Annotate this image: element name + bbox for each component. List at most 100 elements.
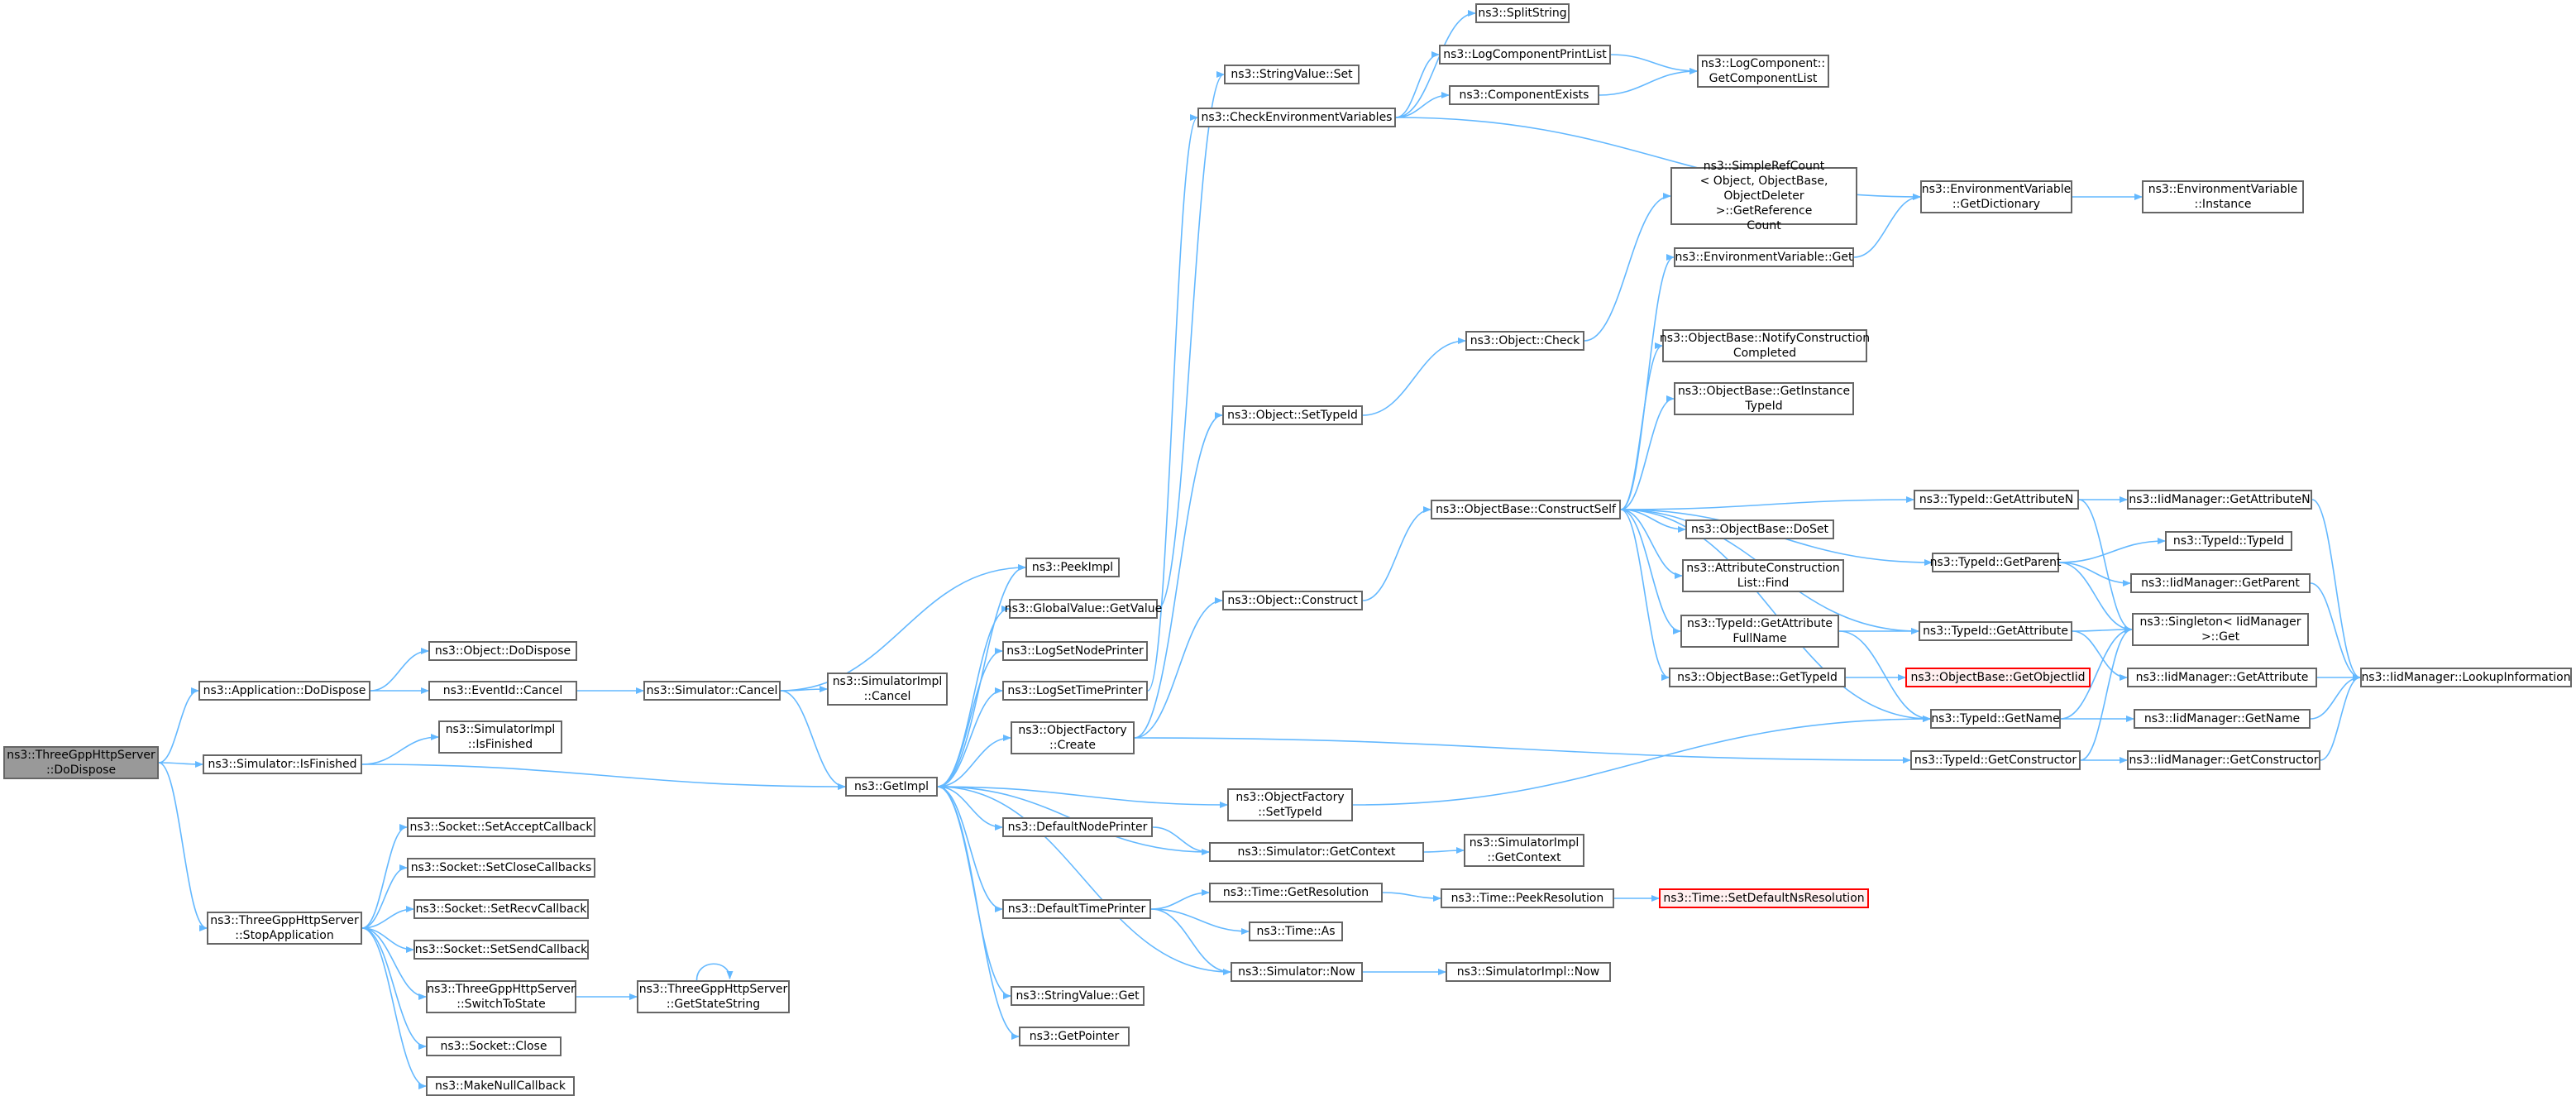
node-logcomponent-getlist[interactable]: ns3::LogComponent:: GetComponentList [1697,55,1829,88]
edge-stopapp-to-sock_setrecv [361,906,414,929]
node-sock-setaccept[interactable]: ns3::Socket::SetAcceptCallback [407,817,595,837]
node-checkenv[interactable]: ns3::CheckEnvironmentVariables [1197,108,1396,127]
edge-stopapp-to-makenullcb [361,927,427,1089]
edge-objfactory_settypeid-to-typeid_getname [1352,716,1931,806]
edge-sim_isfinished-to-simimpl_isfinished [361,734,439,765]
node-time-as[interactable]: ns3::Time::As [1249,921,1343,941]
node-obj-dodispose[interactable]: ns3::Object::DoDispose [428,641,577,661]
node-time-peekresolution[interactable]: ns3::Time::PeekResolution [1441,888,1614,908]
edge-sim_isfinished-to-getimpl [361,764,846,790]
node-iidmgr-getattribute[interactable]: ns3::IidManager::GetAttribute [2127,668,2317,687]
node-typeid-getconstructor[interactable]: ns3::TypeId::GetConstructor [1910,750,2081,770]
node-simimpl-getcontext[interactable]: ns3::SimulatorImpl ::GetContext [1464,834,1584,867]
node-logcomponentprintlist[interactable]: ns3::LogComponentPrintList [1439,45,1611,65]
node-sock-setclose[interactable]: ns3::Socket::SetCloseCallbacks [407,858,595,878]
edge-root-to-stopapp [158,762,208,931]
node-typeid-getattributen[interactable]: ns3::TypeId::GetAttributeN [1914,490,2079,510]
node-stringvalue-get[interactable]: ns3::StringValue::Get [1011,986,1145,1006]
edge-sim_getcontext-to-simimpl_getcontext [1423,847,1465,854]
node-envvar-get[interactable]: ns3::EnvironmentVariable::Get [1674,247,1854,267]
node-sim-isfinished[interactable]: ns3::Simulator::IsFinished [203,754,362,774]
node-object-settypeid[interactable]: ns3::Object::SetTypeId [1222,405,1363,425]
node-stringvalue-set[interactable]: ns3::StringValue::Set [1224,65,1360,84]
node-objfactory-create[interactable]: ns3::ObjectFactory ::Create [1011,721,1135,754]
node-iidmgr-getparent[interactable]: ns3::IidManager::GetParent [2130,573,2311,593]
edge-getimpl-to-logsettimeprinter [937,687,1003,787]
edge-constructself-to-typeid_getname [1620,509,1931,722]
node-getimpl[interactable]: ns3::GetImpl [845,777,938,797]
node-makenullcb[interactable]: ns3::MakeNullCallback [426,1076,575,1096]
node-globalvalue-getvalue[interactable]: ns3::GlobalValue::GetValue [1005,599,1162,619]
node-sock-setrecv[interactable]: ns3::Socket::SetRecvCallback [413,899,589,919]
node-typeid-getattribute[interactable]: ns3::TypeId::GetAttribute [1919,621,2072,641]
node-iidmgr-getname[interactable]: ns3::IidManager::GetName [2134,709,2311,729]
edge-constructself-to-notifyconstruction [1620,342,1663,510]
node-simimpl-cancel[interactable]: ns3::SimulatorImpl ::Cancel [827,673,948,706]
node-setdefaultnsresolution[interactable]: ns3::Time::SetDefaultNsResolution [1659,888,1869,908]
edge-typeid_getattributefullname-to-typeid_getname [1838,630,1931,722]
node-attrconstructionlist-find[interactable]: ns3::AttributeConstruction List::Find [1682,559,1844,592]
node-simimpl-now[interactable]: ns3::SimulatorImpl::Now [1446,962,1611,982]
node-componentexists[interactable]: ns3::ComponentExists [1449,85,1599,105]
edge-logcomponentprintlist-to-logcomponent_getlist [1610,54,1698,74]
edge-getstatestring-to-getstatestring [695,963,734,981]
node-simimpl-isfinished[interactable]: ns3::SimulatorImpl ::IsFinished [438,720,562,754]
edge-checkenv-to-splitstring [1395,10,1476,118]
node-singleton-get[interactable]: ns3::Singleton< IidManager >::Get [2132,613,2309,646]
node-getobjectiid[interactable]: ns3::ObjectBase::GetObjectIid [1905,668,2091,687]
edge-stopapp-to-sock_close [361,927,427,1050]
edge-getimpl-to-objfactory_create [937,735,1011,787]
node-app-dodispose[interactable]: ns3::Application::DoDispose [198,681,370,701]
node-sim-now[interactable]: ns3::Simulator::Now [1231,962,1363,982]
node-getinstancetypeid[interactable]: ns3::ObjectBase::GetInstance TypeId [1674,382,1854,415]
node-envvar-instance[interactable]: ns3::EnvironmentVariable ::Instance [2142,180,2304,213]
node-getstatestring[interactable]: ns3::ThreeGppHttpServer ::GetStateString [637,980,790,1013]
node-simplerefcount[interactable]: ns3::SimpleRefCount < Object, ObjectBase… [1670,160,1857,232]
edge-globalvalue_getvalue-to-stringvalue_set [1157,71,1225,610]
node-logsettimeprinter[interactable]: ns3::LogSetTimePrinter [1002,681,1148,701]
node-splitstring[interactable]: ns3::SplitString [1475,3,1570,23]
node-iidmgr-getattributen[interactable]: ns3::IidManager::GetAttributeN [2127,490,2312,510]
edge-defaulttimeprinter-to-time_as [1150,908,1250,935]
node-typeid-getattributefullname[interactable]: ns3::TypeId::GetAttribute FullName [1680,615,1839,648]
node-objectbase-gettypeid[interactable]: ns3::ObjectBase::GetTypeId [1669,668,1846,687]
node-objectbase-doset[interactable]: ns3::ObjectBase::DoSet [1685,519,1834,539]
node-logsetnodeprinter[interactable]: ns3::LogSetNodePrinter [1002,641,1148,661]
node-defaulttimeprinter[interactable]: ns3::DefaultTimePrinter [1002,899,1151,919]
node-sim-cancel[interactable]: ns3::Simulator::Cancel [643,681,781,701]
node-stopapp[interactable]: ns3::ThreeGppHttpServer ::StopApplicatio… [207,912,362,945]
edge-iidmgr_getconstructor-to-iidmgr_lookupinformation [2320,674,2361,761]
node-sock-setsend[interactable]: ns3::Socket::SetSendCallback [413,940,589,960]
edge-getimpl-to-getpointer [937,786,1020,1040]
node-typeid-typeid[interactable]: ns3::TypeId::TypeId [2165,531,2292,551]
node-time-getresolution[interactable]: ns3::Time::GetResolution [1209,883,1383,902]
edge-getimpl-to-defaulttimeprinter [937,786,1003,912]
node-peekimpl[interactable]: ns3::PeekImpl [1025,558,1120,577]
node-root[interactable]: ns3::ThreeGppHttpServer ::DoDispose [3,746,159,779]
node-iidmgr-lookupinformation[interactable]: ns3::IidManager::LookupInformation [2360,668,2572,687]
node-typeid-getparent[interactable]: ns3::TypeId::GetParent [1930,553,2061,572]
node-constructself[interactable]: ns3::ObjectBase::ConstructSelf [1431,500,1621,519]
node-iidmgr-getconstructor[interactable]: ns3::IidManager::GetConstructor [2127,750,2320,770]
edge-objfactory_create-to-typeid_getconstructor [1134,737,1911,764]
edge-typeid_getparent-to-iidmgr_getparent [2058,562,2131,586]
edge-envvar_get-to-envvar_getdictionary [1853,194,1921,258]
node-eventid-cancel[interactable]: ns3::EventId::Cancel [428,681,577,701]
edge-object_check-to-simplerefcount [1584,193,1671,342]
node-notifyconstruction[interactable]: ns3::ObjectBase::NotifyConstruction Comp… [1660,329,1870,362]
edge-componentexists-to-logcomponent_getlist [1599,68,1698,96]
edge-getimpl-to-objfactory_settypeid [937,786,1228,808]
node-defaultnodeprinter[interactable]: ns3::DefaultNodePrinter [1002,817,1153,837]
edge-constructself-to-typeid_getattributefullname [1620,509,1681,634]
node-envvar-getdictionary[interactable]: ns3::EnvironmentVariable ::GetDictionary [1920,180,2072,213]
edge-constructself-to-envvar_get [1620,254,1675,510]
node-sock-close[interactable]: ns3::Socket::Close [426,1036,562,1056]
node-object-construct[interactable]: ns3::Object::Construct [1222,591,1363,610]
node-switchtostate[interactable]: ns3::ThreeGppHttpServer ::SwitchToState [426,980,576,1013]
node-typeid-getname[interactable]: ns3::TypeId::GetName [1930,709,2061,729]
node-sim-getcontext[interactable]: ns3::Simulator::GetContext [1209,842,1424,862]
node-object-check[interactable]: ns3::Object::Check [1465,331,1584,351]
node-getpointer[interactable]: ns3::GetPointer [1019,1027,1130,1046]
node-objfactory-settypeid[interactable]: ns3::ObjectFactory ::SetTypeId [1227,788,1353,821]
